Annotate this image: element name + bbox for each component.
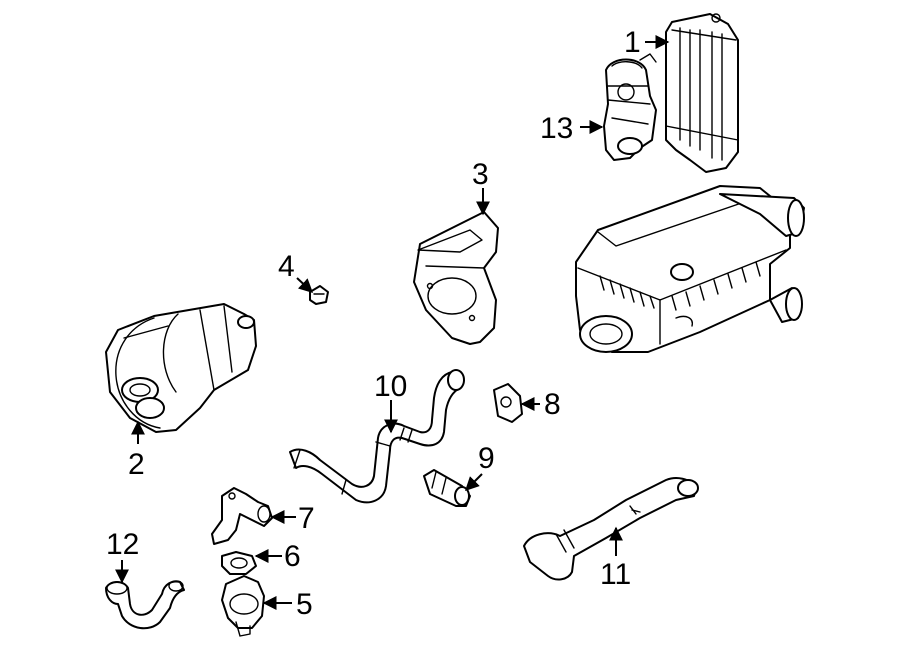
part-7-pipe-elbow — [211, 487, 273, 545]
leader-9 — [465, 473, 483, 491]
part-12-hose — [105, 580, 185, 630]
callout-12: 12 — [106, 528, 139, 561]
part-3-bracket — [413, 211, 499, 345]
callout-13: 13 — [540, 112, 573, 145]
callout-3: 3 — [472, 158, 489, 191]
callout-8: 8 — [544, 388, 561, 421]
part-4-bolt — [309, 285, 329, 305]
part-5-check-valve — [221, 575, 265, 637]
callout-10: 10 — [374, 370, 407, 403]
callout-labels: 1 2 3 4 5 6 7 8 9 10 11 12 13 — [106, 26, 641, 621]
callout-11: 11 — [600, 558, 631, 591]
callout-9: 9 — [478, 442, 495, 475]
callout-4: 4 — [278, 250, 295, 283]
part-6-gasket — [221, 551, 257, 575]
part-1-canister — [665, 13, 739, 173]
callout-5: 5 — [296, 588, 313, 621]
leader-4 — [296, 277, 314, 293]
air-filter-housing — [575, 185, 805, 353]
part-2-air-pump — [105, 303, 257, 433]
part-13-valve-assembly — [603, 53, 657, 161]
part-8-gasket — [493, 383, 523, 423]
leader-lines — [115, 35, 670, 610]
callout-1: 1 — [624, 26, 641, 59]
callout-7: 7 — [298, 502, 315, 535]
callout-2: 2 — [128, 448, 145, 481]
callout-6: 6 — [284, 540, 301, 573]
part-9-valve — [423, 469, 471, 507]
part-10-hose — [289, 369, 465, 504]
